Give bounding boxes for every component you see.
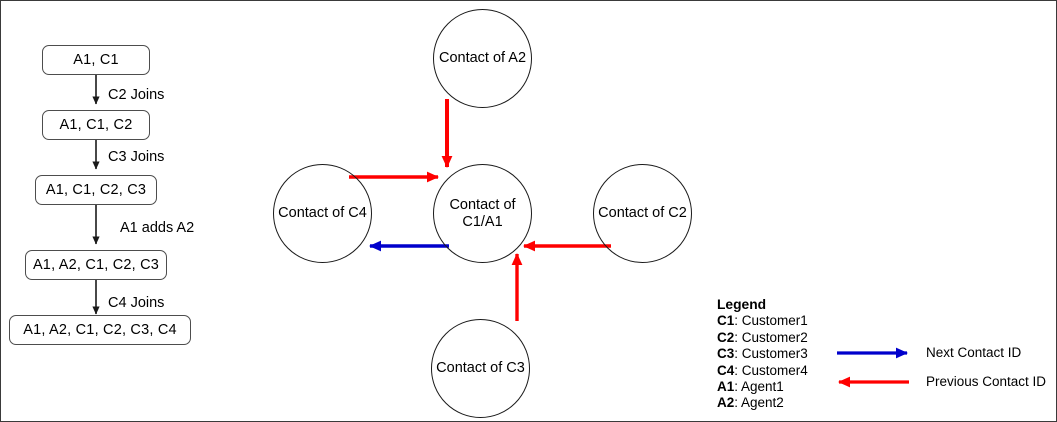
legend-entry-c3: C3: Customer3 — [717, 346, 808, 362]
legend-key-a1: A1 — [717, 379, 735, 395]
legend-key-c4: C4 — [717, 362, 735, 378]
node-contact-of-c2-label: Contact of C2 — [598, 205, 687, 222]
flow-transition-label-4: C4 Joins — [108, 295, 165, 311]
node-contact-of-a2[interactable]: Contact of A2 — [433, 9, 532, 108]
legend-entry-c4: C4: Customer4 — [717, 363, 808, 379]
legend-entry-a1: A1: Agent1 — [717, 379, 808, 395]
legend-label-next-contact-id: Next Contact ID — [926, 345, 1022, 360]
legend-entry-c2: C2: Customer2 — [717, 330, 808, 346]
node-contact-of-c4-label: Contact of C4 — [278, 205, 367, 222]
node-contact-of-c1-a1[interactable]: Contact of C1/A1 — [433, 164, 532, 263]
flow-box-3-label: A1, C1, C2, C3 — [45, 182, 147, 198]
node-c2-line-1: Contact of C2 — [598, 205, 687, 221]
legend-entry-a2: A2: Agent2 — [717, 395, 808, 411]
legend-value-c1: Customer1 — [741, 313, 808, 329]
legend-sep-c2: : — [734, 329, 742, 345]
node-c4-line-1: Contact of C4 — [278, 205, 367, 221]
legend-value-c3: Customer3 — [741, 346, 808, 362]
node-contact-of-c3-label: Contact of C3 — [436, 360, 525, 377]
legend-value-a2: Agent2 — [741, 395, 784, 411]
legend-entry-c1: C1: Customer1 — [717, 313, 808, 329]
legend-sep-a2: : — [734, 395, 742, 411]
flow-box-2-label: A1, C1, C2 — [59, 117, 133, 133]
node-contact-of-c2[interactable]: Contact of C2 — [593, 164, 692, 263]
legend-sep-c1: : — [734, 313, 742, 329]
legend: Legend C1: Customer1 C2: Customer2 C3: C… — [717, 297, 808, 412]
flow-box-2[interactable]: A1, C1, C2 — [42, 110, 150, 140]
node-c3-line-1: Contact of C3 — [436, 360, 525, 376]
flow-transition-label-1: C2 Joins — [108, 87, 165, 103]
legend-sep-c4: : — [734, 362, 742, 378]
legend-value-c4: Customer4 — [741, 362, 808, 378]
node-contact-of-c3[interactable]: Contact of C3 — [431, 319, 530, 418]
legend-sep-a1: : — [734, 379, 742, 395]
flow-box-3[interactable]: A1, C1, C2, C3 — [35, 175, 157, 205]
node-center-line-1: Contact of — [449, 196, 516, 213]
flow-transition-label-2: C3 Joins — [108, 149, 165, 165]
legend-key-c1: C1 — [717, 313, 735, 329]
legend-value-a1: Agent1 — [741, 379, 784, 395]
flow-box-1[interactable]: A1, C1 — [42, 45, 150, 75]
legend-label-previous-contact-id: Previous Contact ID — [926, 374, 1047, 389]
legend-key-c2: C2 — [717, 329, 735, 345]
node-contact-of-a2-label: Contact of A2 — [439, 50, 526, 67]
node-contact-of-c1-a1-label: Contact of C1/A1 — [449, 197, 515, 231]
legend-sep-c3: : — [734, 346, 742, 362]
flow-box-5[interactable]: A1, A2, C1, C2, C3, C4 — [9, 315, 191, 345]
node-a2-line-1: Contact of A2 — [438, 50, 527, 66]
node-center-line-2: C1/A1 — [462, 213, 503, 230]
flow-box-5-label: A1, A2, C1, C2, C3, C4 — [23, 322, 177, 338]
legend-key-a2: A2 — [717, 395, 735, 411]
flow-box-4[interactable]: A1, A2, C1, C2, C3 — [25, 250, 167, 280]
node-contact-of-c4[interactable]: Contact of C4 — [273, 164, 372, 263]
legend-value-c2: Customer2 — [741, 329, 808, 345]
legend-title: Legend — [717, 297, 767, 312]
flow-transition-label-3: A1 adds A2 — [120, 220, 195, 236]
flow-box-4-label: A1, A2, C1, C2, C3 — [32, 257, 160, 273]
legend-key-c3: C3 — [717, 346, 735, 362]
flow-box-1-label: A1, C1 — [73, 52, 119, 68]
